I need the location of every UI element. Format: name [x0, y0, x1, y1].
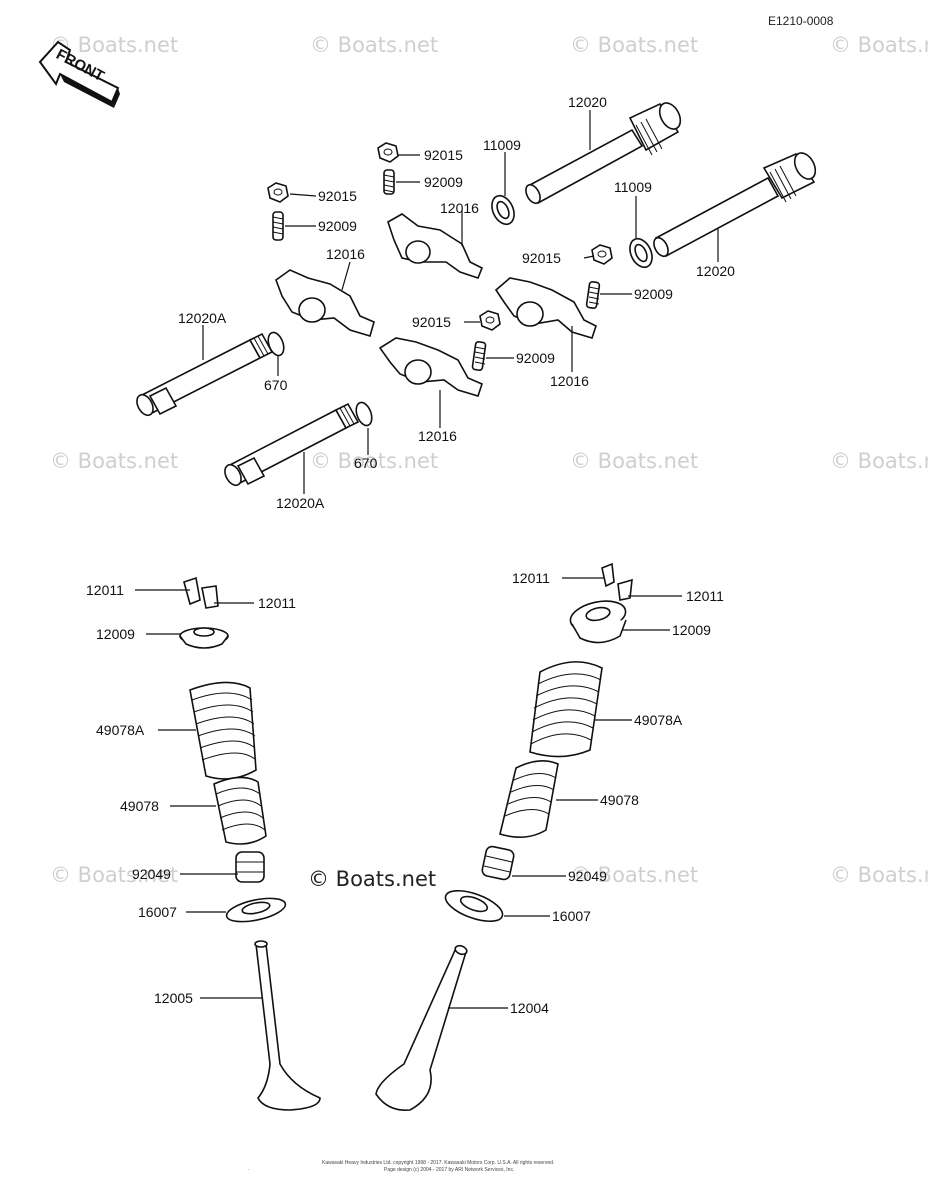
nut-92015 [267, 182, 289, 203]
callout-label: 92009 [424, 174, 463, 190]
leader-lines-lower [135, 577, 682, 1009]
watermark: © Boats.net [570, 863, 698, 887]
callout-label: 11009 [614, 179, 652, 195]
callout-label: 12011 [86, 582, 124, 598]
adjuster-screw-92009 [585, 281, 601, 309]
callout-label: 92015 [412, 314, 451, 330]
callout-label: 92009 [318, 218, 357, 234]
callout-label: 92015 [318, 188, 357, 204]
adjuster-screw-92009 [272, 211, 284, 241]
spring-49078A-right [529, 661, 603, 758]
footer-mark: . [248, 1166, 249, 1172]
spring-49078A-left [189, 681, 257, 780]
callout-label: 12011 [258, 595, 296, 611]
watermark: © Boats.net [310, 33, 438, 57]
rocker-arm-12016 [378, 337, 483, 397]
callout-label: 16007 [138, 904, 177, 920]
watermark: © Boats.net [50, 33, 178, 57]
retainer-12009-right [569, 600, 627, 644]
valve-12004 [375, 944, 468, 1111]
watermark: © Boats.net [50, 449, 178, 473]
callout-label: 12016 [418, 428, 457, 444]
callout-label: 12009 [672, 622, 711, 638]
watermark: © Boats.net [310, 449, 438, 473]
callout-label: 11009 [483, 137, 521, 153]
callout-label: 12004 [510, 1000, 549, 1016]
retainer-12009-left [179, 627, 229, 649]
callout-label: 92049 [568, 868, 607, 884]
callout-label: 12016 [326, 246, 365, 262]
callout-label: 12020A [178, 310, 227, 326]
callout-label: 16007 [552, 908, 591, 924]
watermark: © Boats.net [570, 449, 698, 473]
watermark: © Boats.net [830, 449, 928, 473]
callout-label: 12011 [512, 570, 550, 586]
callout-label: 12020 [696, 263, 735, 279]
rocker-arm-12016 [275, 269, 375, 337]
footer: Kawasaki Heavy Industries Ltd. copyright… [248, 1160, 554, 1173]
footer-page-design: Page design (c) 2004 - 2017 by ARI Netwo… [384, 1167, 514, 1173]
valve-12005 [254, 940, 321, 1111]
stem-seal-92049-left [235, 851, 265, 883]
collet-12011-left [183, 576, 219, 609]
callout-label: 92049 [132, 866, 171, 882]
callout-labels: 12020 11009 92015 92009 92015 92009 1201… [86, 94, 735, 1016]
rocker-arm-12016 [387, 213, 484, 279]
o-ring-670-b [355, 401, 373, 427]
adjuster-screw-92009 [471, 341, 487, 371]
o-ring-670-a [267, 331, 285, 357]
spring-49078-right [499, 760, 559, 838]
callout-label: 49078A [634, 712, 683, 728]
stem-seal-92049-right [481, 845, 515, 881]
callout-label: 12016 [550, 373, 589, 389]
callout-label: 92015 [522, 250, 561, 266]
callout-label: 12005 [154, 990, 193, 1006]
diagram-code: E1210-0008 [768, 14, 834, 28]
nut-92015 [377, 142, 399, 163]
center-watermark: © Boats.net [308, 867, 436, 891]
watermark-group: © Boats.net © Boats.net © Boats.net © Bo… [50, 33, 928, 891]
callout-label: 49078A [96, 722, 145, 738]
callout-label: 49078 [600, 792, 639, 808]
adjuster-screw-92009 [383, 169, 395, 195]
spring-seat-16007-right [444, 889, 504, 923]
watermark: © Boats.net [570, 33, 698, 57]
callout-label: 12020A [276, 495, 325, 511]
callout-label: 12011 [686, 588, 724, 604]
callout-label: 12009 [96, 626, 135, 642]
callout-label: 92009 [516, 350, 555, 366]
rocker-arm-12016 [494, 277, 597, 339]
nut-92015 [479, 310, 501, 331]
leader-lines-upper [202, 110, 719, 494]
callout-label: 92009 [634, 286, 673, 302]
callout-label: 670 [264, 377, 288, 393]
footer-copyright: Kawasaki Heavy Industries Ltd. copyright… [322, 1160, 554, 1166]
watermark: © Boats.net [830, 863, 928, 887]
collet-12011-right [601, 562, 633, 601]
callout-label: 12020 [568, 94, 607, 110]
rocker-shaft-12020A-bottom [224, 402, 360, 487]
watermark: © Boats.net [50, 863, 178, 887]
rocker-shaft-12020-top [525, 102, 682, 205]
nut-92015 [591, 244, 613, 265]
callout-label: 670 [354, 455, 378, 471]
spring-49078-left [213, 776, 267, 845]
callout-label: 92015 [424, 147, 463, 163]
watermark: © Boats.net [830, 33, 928, 57]
spring-seat-16007-left [225, 897, 287, 923]
rocker-shaft-12020A-top [136, 332, 274, 417]
rocker-shaft-12020-bottom [653, 152, 817, 258]
callout-label: 49078 [120, 798, 159, 814]
callout-label: 12016 [440, 200, 479, 216]
